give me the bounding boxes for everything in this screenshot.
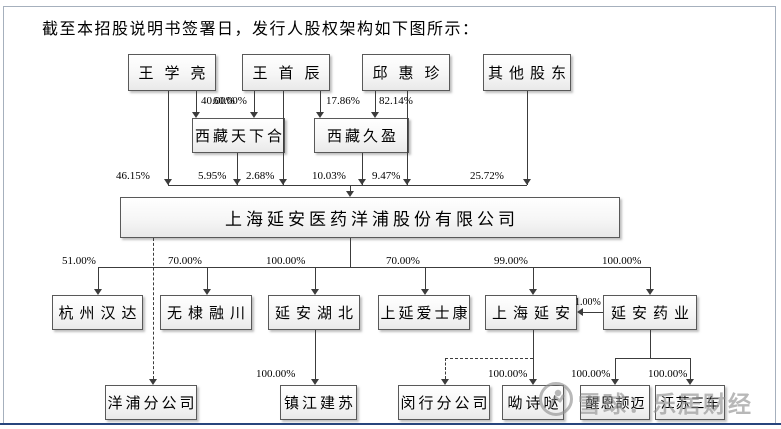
connector-arrow [529, 289, 537, 295]
connector-arrow [233, 179, 241, 185]
node-youshida: 呦诗哒 [502, 385, 564, 420]
node-shangyan-aishikang: 上延爱士康 [378, 295, 470, 330]
node-qiu-huizhen: 邱惠珍 [362, 54, 450, 91]
connector-arrow [646, 289, 654, 295]
node-wang-shouchen: 王首辰 [242, 54, 330, 91]
connector-line [583, 312, 603, 313]
node-yanan-hubei: 延安湖北 [268, 295, 360, 330]
connector-line [315, 267, 316, 289]
connector-arrow [441, 379, 449, 385]
connector-line [168, 91, 169, 185]
pct-label: 1.00% [575, 297, 601, 308]
node-xizang-jiuying: 西藏久盈 [314, 118, 409, 153]
connector-arrow [311, 379, 319, 385]
node-xizang-tianxiahe: 西藏天下合 [192, 118, 285, 153]
connector-line [254, 91, 255, 112]
connector-arrow [358, 179, 366, 185]
diagram-border [3, 6, 776, 424]
pct-label: 70.00% [386, 255, 420, 267]
pct-label: 100.00% [266, 255, 306, 267]
node-yaoye-sub1: 醒恩颉迈 [580, 385, 650, 420]
connector-arrow [611, 379, 619, 385]
node-shanghai-yanan: 上海延安 [485, 295, 577, 330]
connector-arrow [346, 191, 354, 197]
connector-line [237, 153, 238, 185]
node-wudi-rongchuan: 无棣融川 [160, 295, 252, 330]
connector-line [690, 358, 691, 379]
connector-arrow [577, 308, 583, 316]
connector-line-dashed [445, 358, 533, 359]
node-yaoye-sub2: 江苏三车 [655, 385, 725, 420]
connector-line [362, 153, 363, 185]
pct-label: 25.72% [470, 170, 504, 182]
connector-line [207, 267, 208, 289]
connector-arrow [311, 289, 319, 295]
pct-label: 17.86% [326, 95, 360, 107]
pct-label: 10.03% [312, 170, 346, 182]
pct-label: 100.00% [602, 255, 642, 267]
connector-line [533, 267, 534, 289]
node-yangpu-branch: 洋浦分公司 [105, 385, 197, 420]
pct-label: 46.15% [116, 170, 150, 182]
connector-line-dashed [153, 238, 154, 379]
connector-line [350, 238, 351, 267]
pct-label: 99.00% [494, 255, 528, 267]
pct-label: 9.47% [372, 170, 401, 182]
connector-arrow [371, 112, 379, 118]
pct-label: 60.00% [213, 95, 247, 107]
node-wang-xueliang: 王学亮 [128, 54, 216, 91]
connector-line [98, 267, 99, 289]
connector-line [527, 91, 528, 185]
connector-line [350, 185, 351, 192]
connector-arrow [403, 179, 411, 185]
pct-label: 100.00% [648, 368, 688, 380]
pct-label: 70.00% [168, 255, 202, 267]
connector-line [407, 91, 408, 185]
node-zhenjiang-jiansu: 镇江建苏 [280, 385, 357, 420]
connector-arrow [686, 379, 694, 385]
connector-arrow [164, 179, 172, 185]
pct-label: 51.00% [62, 255, 96, 267]
pct-label: 2.68% [246, 170, 275, 182]
diagram-caption: 截至本招股说明书签署日，发行人股权架构如下图所示： [42, 21, 480, 38]
node-yanan-yaoye: 延安药业 [603, 295, 697, 330]
collector-bus [168, 185, 527, 186]
connector-arrow [316, 112, 324, 118]
connector-line [320, 91, 321, 112]
node-other-shareholders: 其他股东 [483, 54, 571, 91]
pct-label: 82.14% [379, 95, 413, 107]
connector-line [615, 358, 616, 379]
pct-label: 100.00% [488, 368, 528, 380]
connector-arrow [94, 289, 102, 295]
connector-arrow [203, 289, 211, 295]
pct-label: 5.95% [198, 170, 227, 182]
pct-label: 40.00% [201, 95, 235, 107]
connector-arrow [192, 112, 200, 118]
connector-arrow [523, 179, 531, 185]
connector-arrow [250, 112, 258, 118]
connector-line-dashed [445, 358, 446, 379]
collector-bus [98, 267, 650, 268]
connector-line [425, 267, 426, 289]
connector-arrow [529, 379, 537, 385]
pct-label: 100.00% [256, 368, 296, 380]
connector-line [283, 91, 284, 185]
connector-line [375, 91, 376, 112]
node-hangzhou-handa: 杭州汉达 [52, 295, 143, 330]
connector-line [650, 267, 651, 289]
node-issuer: 上海延安医药洋浦股份有限公司 [120, 197, 620, 238]
connector-line [533, 330, 534, 379]
connector-arrow [279, 179, 287, 185]
bottom-divider [0, 423, 781, 425]
node-minhang-branch: 闵行分公司 [398, 385, 490, 420]
pct-label: 100.00% [571, 368, 611, 380]
connector-line [315, 330, 316, 379]
connector-line [615, 358, 690, 359]
connector-arrow [149, 379, 157, 385]
connector-arrow [421, 289, 429, 295]
connector-line [196, 91, 197, 112]
connector-line [650, 330, 651, 358]
